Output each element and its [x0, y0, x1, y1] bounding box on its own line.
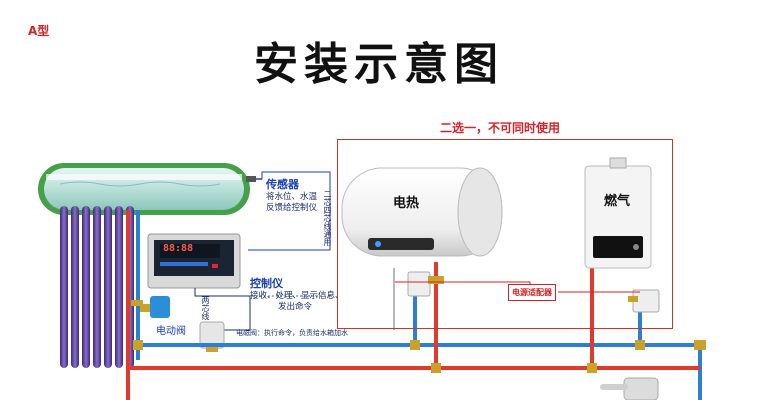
heater-choice-box [337, 139, 673, 329]
sensor-title: 传感器 [266, 178, 299, 191]
controller-title: 控制仪 [250, 277, 283, 290]
sensor-desc-line1: 将水位、水温 [266, 192, 318, 202]
page-title: 安装示意图 [254, 39, 504, 90]
sensor-probe [246, 171, 331, 251]
faucet [600, 377, 659, 400]
power-adapter-label: 电源适配器 [508, 284, 556, 301]
controller-label-group: 控制仪 接收、处理、显示信息、 发出命令 [250, 275, 344, 313]
solenoid-note: 电磁阀：执行命令，负责给水箱加水 [236, 329, 348, 337]
gas-heater-label: 燃气 [604, 194, 631, 209]
solenoid-valve [199, 321, 225, 352]
two-core-wire-label: 两芯线 [201, 296, 210, 320]
vacuum-tubes [60, 206, 134, 368]
choice-note: 二选一，不可同时使用 [440, 121, 561, 135]
wire-note: 二芯四芯线通用 [323, 190, 332, 246]
valve-label: 电动阀 [156, 326, 186, 337]
gas-water-heater [584, 157, 652, 269]
electric-water-heater [341, 167, 503, 257]
motorized-valve [136, 296, 170, 318]
controller-display: 88:88 [163, 243, 194, 254]
type-label: A型 [28, 24, 50, 38]
controller-desc-line1: 接收、处理、显示信息、 [250, 291, 344, 301]
electric-heater-label: 电热 [393, 196, 420, 211]
controller-device [147, 233, 241, 289]
sensor-label-group: 传感器 将水位、水温 反馈给控制仪 [266, 176, 317, 214]
sensor-desc-line2: 反馈给控制仪 [266, 203, 318, 213]
solar-water-tank [38, 163, 250, 215]
controller-desc-line2: 发出命令 [278, 302, 313, 312]
